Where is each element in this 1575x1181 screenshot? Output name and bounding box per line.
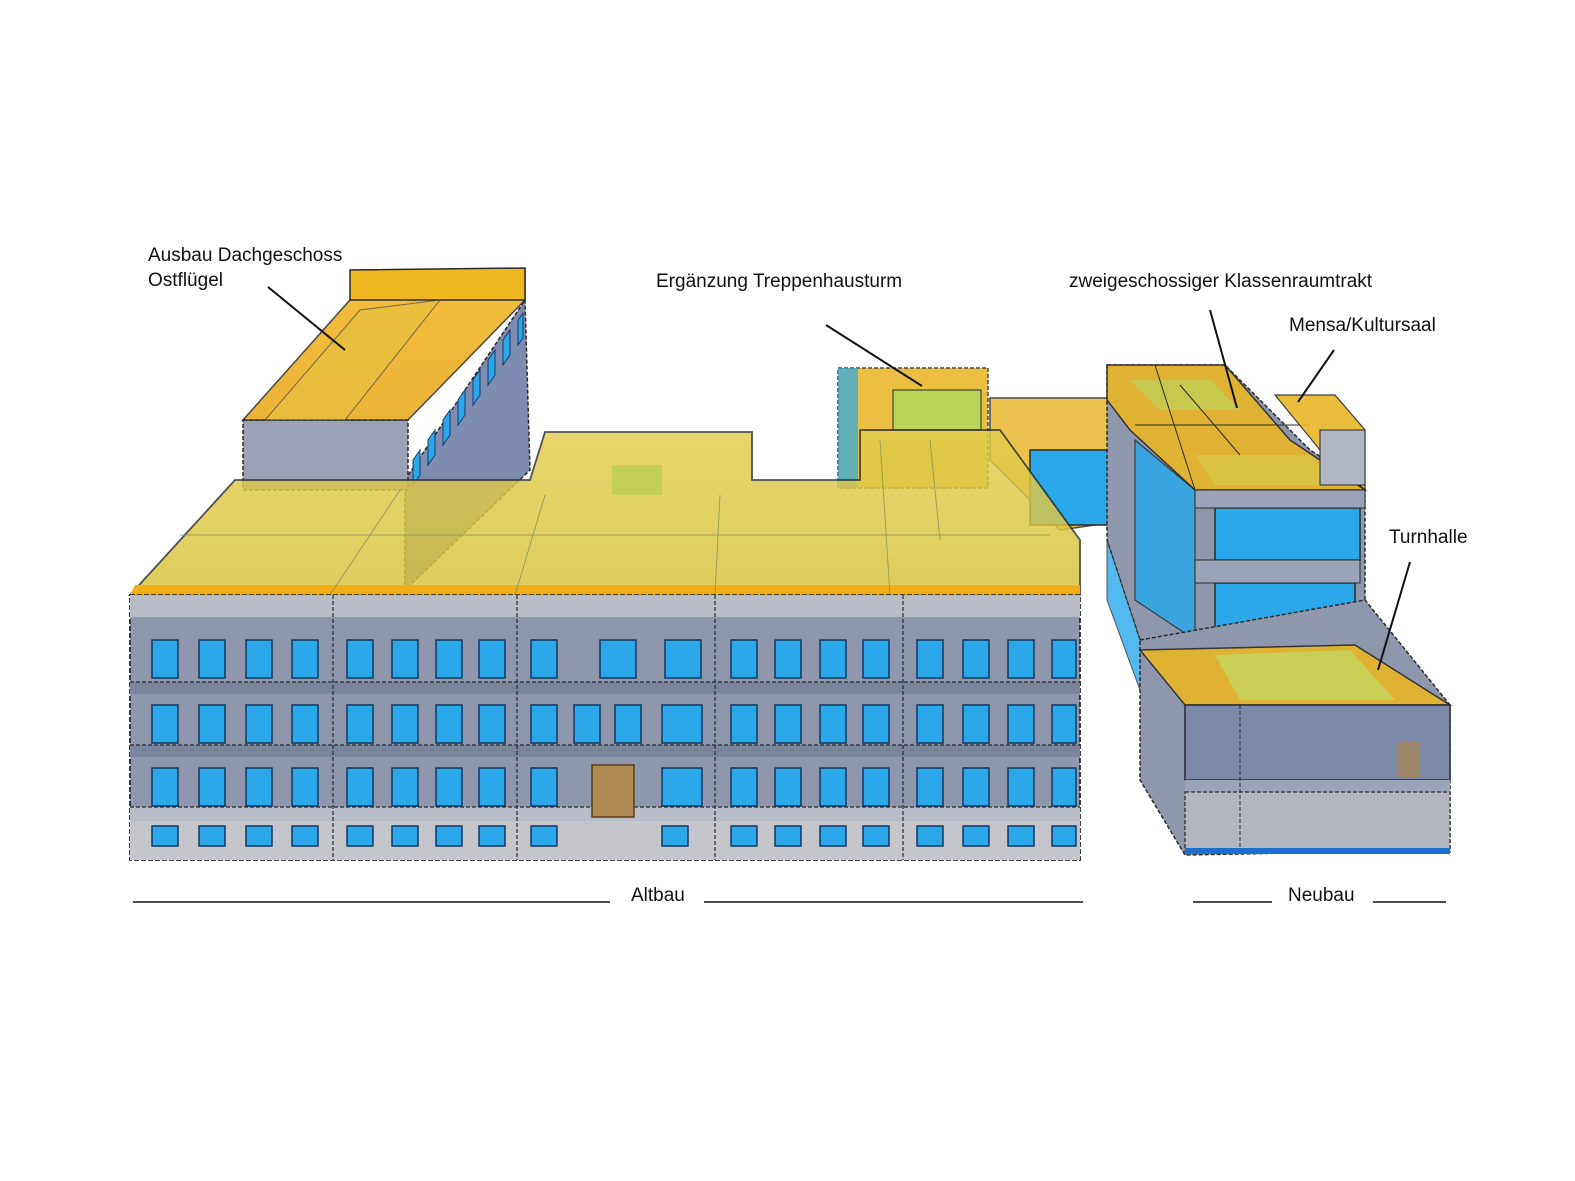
entrance-door	[591, 764, 635, 818]
altbau-facade	[129, 594, 1081, 861]
label-turnhalle: Turnhalle	[1389, 527, 1468, 548]
label-ausbau-line2: Ostflügel	[148, 270, 223, 291]
altbau-roof	[127, 429, 1081, 596]
label-ausbau-dachgeschoss: Ausbau Dachgeschoss Ostflügel	[148, 243, 342, 293]
label-mensa-kultursaal: Mensa/Kultursaal	[1289, 315, 1436, 336]
label-ergaenzung-treppenhausturm: Ergänzung Treppenhausturm	[656, 271, 903, 292]
label-altbau: Altbau	[631, 885, 685, 906]
label-ausbau-line1: Ausbau Dachgeschoss	[148, 245, 343, 266]
neubau-gym	[1138, 599, 1453, 856]
leader-lines	[267, 286, 1411, 671]
label-neubau: Neubau	[1288, 885, 1355, 906]
connector-bridge	[989, 397, 1131, 531]
altbau-windows	[151, 639, 1077, 847]
east-wing-windows	[412, 311, 524, 487]
label-klassenraumtrakt: zweigeschossiger Klassenraumtrakt	[1069, 271, 1373, 292]
